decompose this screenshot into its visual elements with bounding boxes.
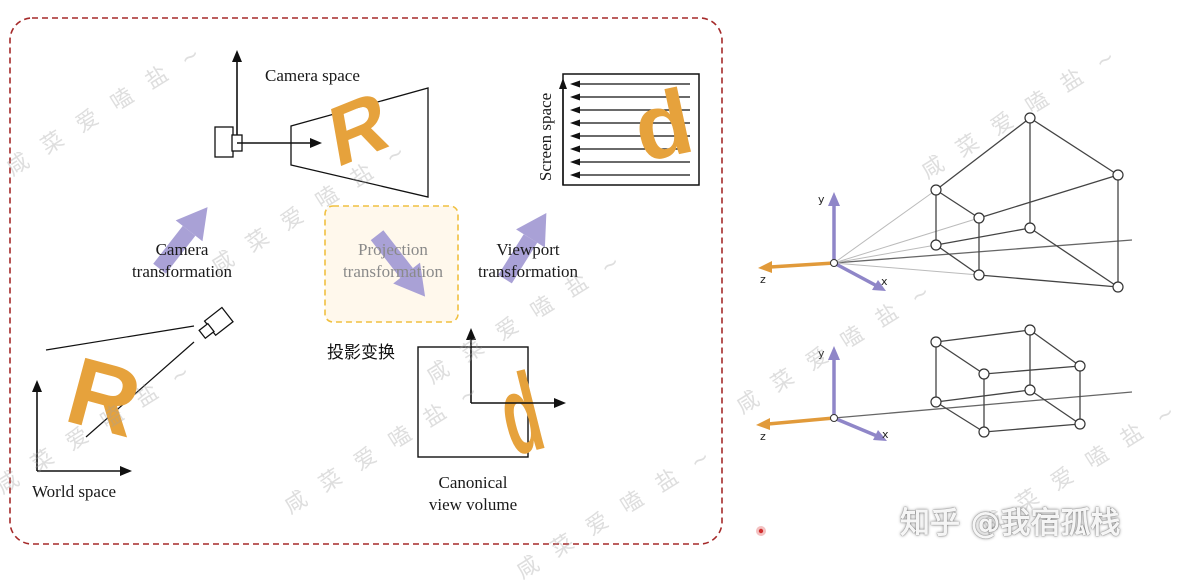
camera-space-y-arrowhead bbox=[232, 50, 242, 62]
world-space-x-arrowhead bbox=[120, 466, 132, 476]
screen-space-group: d bbox=[559, 70, 701, 186]
world-r-glyph: R bbox=[57, 337, 152, 458]
scanline-arrowhead-4 bbox=[570, 119, 580, 127]
zhihu-watermark: 知乎 @我宿孤栈 bbox=[900, 506, 1121, 541]
bottom-x-axis bbox=[833, 416, 878, 438]
box-vertices bbox=[930, 324, 1086, 438]
top-ray-1 bbox=[833, 189, 937, 264]
top-y-label: y bbox=[818, 193, 825, 206]
canonical-y-arrowhead bbox=[466, 328, 476, 340]
bottom-x-arrowhead bbox=[873, 430, 887, 441]
screen-space-y-arrowhead bbox=[559, 78, 567, 89]
scanline-arrowhead-5 bbox=[570, 132, 580, 140]
projection-transform-arrow bbox=[370, 230, 426, 297]
camera-space-z-arrowhead bbox=[310, 138, 322, 148]
canonical-volume-box bbox=[417, 346, 529, 458]
orthographic-box-diagram bbox=[756, 324, 1133, 441]
world-space-label: World space bbox=[32, 482, 117, 501]
bottom-origin bbox=[830, 414, 838, 422]
world-space-group: R bbox=[32, 306, 234, 476]
frustum-vertices bbox=[930, 112, 1124, 293]
scanline-arrowhead-1 bbox=[570, 80, 580, 88]
bottom-view-axis-line bbox=[833, 391, 1133, 419]
viewport-transform-arrow bbox=[498, 212, 547, 284]
bottom-y-arrowhead bbox=[828, 346, 840, 360]
pipeline-dashed-frame bbox=[9, 17, 723, 545]
world-frustum-line-upper bbox=[45, 325, 195, 351]
camera-body-icon bbox=[214, 126, 234, 158]
viewport-transformation-label: Viewport transformation bbox=[477, 240, 579, 281]
top-ray-3 bbox=[833, 217, 980, 264]
pipeline-figure: R d bbox=[0, 17, 1182, 585]
top-z-axis bbox=[769, 261, 835, 269]
top-ray-2 bbox=[833, 244, 937, 264]
top-view-axis-line bbox=[833, 239, 1133, 264]
canonical-volume-group: d bbox=[417, 328, 566, 480]
world-camera-icon bbox=[198, 306, 234, 340]
screen-space-box bbox=[562, 73, 700, 186]
scanline-arrowhead-2 bbox=[570, 93, 580, 101]
canonical-view-volume-label: Canonical view volume bbox=[428, 473, 518, 514]
screen-space-label: Screen space bbox=[536, 92, 555, 182]
scanline-arrowhead-8 bbox=[570, 171, 580, 179]
camera-space-label: Camera space bbox=[265, 66, 360, 85]
canonical-x-arrowhead bbox=[554, 398, 566, 408]
scanline-arrowhead-3 bbox=[570, 106, 580, 114]
top-z-label: z bbox=[760, 273, 766, 286]
bottom-z-arrowhead bbox=[756, 418, 770, 430]
scanline-arrowhead-7 bbox=[570, 158, 580, 166]
frustum-edges bbox=[935, 117, 1119, 288]
top-x-axis bbox=[833, 261, 878, 288]
bottom-z-label: z bbox=[760, 430, 766, 443]
world-space-y-arrowhead bbox=[32, 380, 42, 392]
top-x-label: x bbox=[881, 275, 888, 288]
top-x-arrowhead bbox=[872, 280, 886, 291]
top-ray-4 bbox=[833, 262, 980, 276]
scanline-arrows bbox=[570, 80, 690, 179]
projection-transformation-label: Projection transformation bbox=[342, 240, 444, 281]
cursor-dot-center bbox=[758, 528, 764, 534]
box-edges bbox=[935, 329, 1081, 433]
camera-transformation-label: Camera transformation bbox=[131, 240, 233, 281]
figure-canvas: R d bbox=[9, 17, 1133, 545]
bottom-z-axis bbox=[767, 416, 835, 426]
bottom-x-label: x bbox=[882, 428, 889, 441]
projection-chinese-label: 投影变换 bbox=[327, 343, 395, 363]
world-frustum-line-lower bbox=[85, 341, 195, 438]
top-origin bbox=[830, 259, 838, 267]
camera-frustum bbox=[290, 87, 429, 198]
scanline-arrowhead-6 bbox=[570, 145, 580, 153]
camera-transform-arrow bbox=[153, 207, 208, 274]
top-y-arrowhead bbox=[828, 192, 840, 206]
camera-r-glyph: R bbox=[323, 71, 394, 186]
bottom-y-label: y bbox=[818, 347, 825, 360]
top-z-arrowhead bbox=[758, 261, 772, 273]
perspective-frustum-diagram bbox=[758, 112, 1133, 293]
